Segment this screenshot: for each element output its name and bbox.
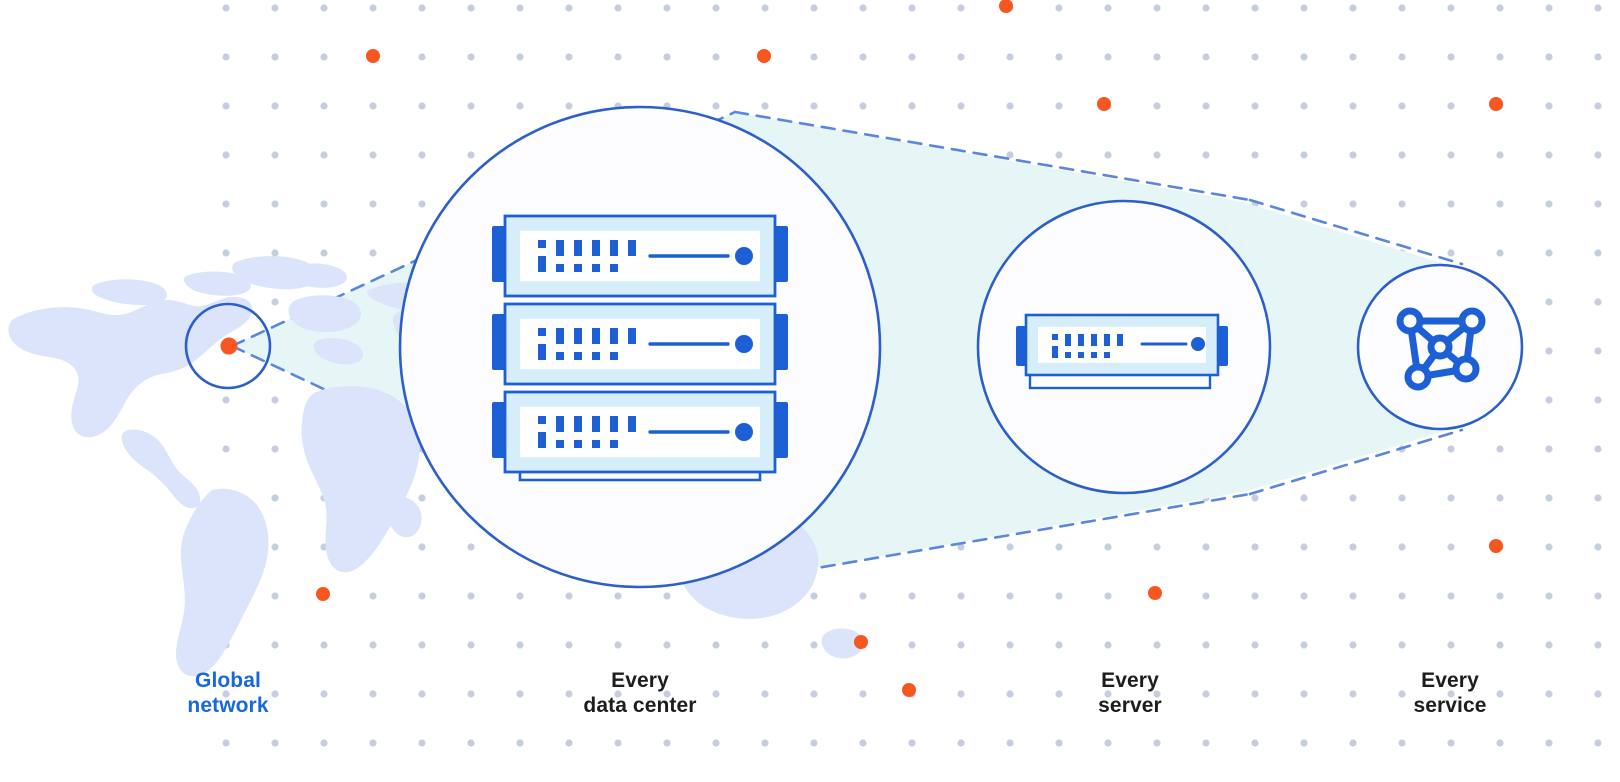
server-unit <box>492 214 788 298</box>
service-network-nodes <box>1396 307 1486 391</box>
stage-label-service: Every service <box>1413 669 1487 717</box>
dot-matrix-vents <box>538 328 636 360</box>
map-location-marker <box>220 337 238 355</box>
server-unit <box>492 302 788 386</box>
status-led <box>1191 337 1205 351</box>
status-led <box>735 247 753 265</box>
dot-matrix-vents <box>538 416 636 448</box>
status-led <box>735 423 753 441</box>
single-server-icon <box>1016 313 1228 390</box>
map-highlight-circle <box>184 302 272 390</box>
stage-label-server: Every server <box>1098 669 1162 717</box>
server-unit <box>492 390 788 474</box>
stage-label-global-network: Global network <box>187 669 269 717</box>
stage-label-data-center: Every data center <box>583 669 697 717</box>
dot-matrix-vents <box>1052 334 1123 358</box>
server-rack-icon <box>492 214 788 482</box>
status-led <box>735 335 753 353</box>
dot-matrix-vents <box>538 240 636 272</box>
accent-dots <box>316 0 1503 697</box>
